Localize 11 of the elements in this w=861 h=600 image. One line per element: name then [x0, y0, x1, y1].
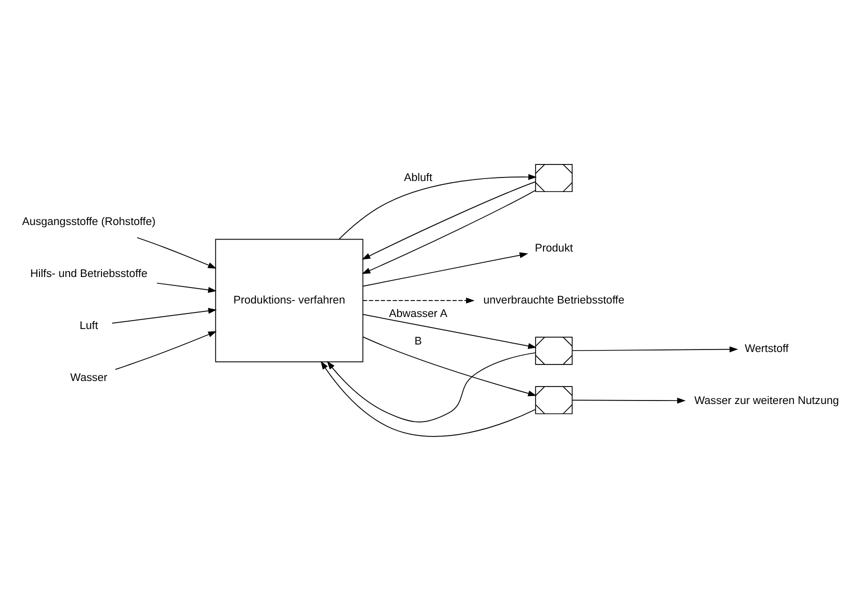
edge-label: Abwasser A	[388, 308, 448, 320]
node-text: Luft	[80, 319, 98, 332]
node-text: unverbrauchte Betriebsstoffe	[483, 294, 624, 306]
node-text: Produkt	[534, 242, 573, 254]
node-text: Hilfs- und Betriebsstoffe	[30, 268, 148, 280]
node-text: Ausgangsstoffe (Rohstoffe)	[22, 216, 156, 228]
node-text: Wasser	[70, 371, 108, 384]
node-text: Wertstoff	[744, 342, 789, 354]
node-text: Wasser zur weiteren Nutzung	[694, 394, 839, 406]
edge-label: B	[414, 334, 422, 347]
edge-label: Abluft	[404, 171, 432, 184]
